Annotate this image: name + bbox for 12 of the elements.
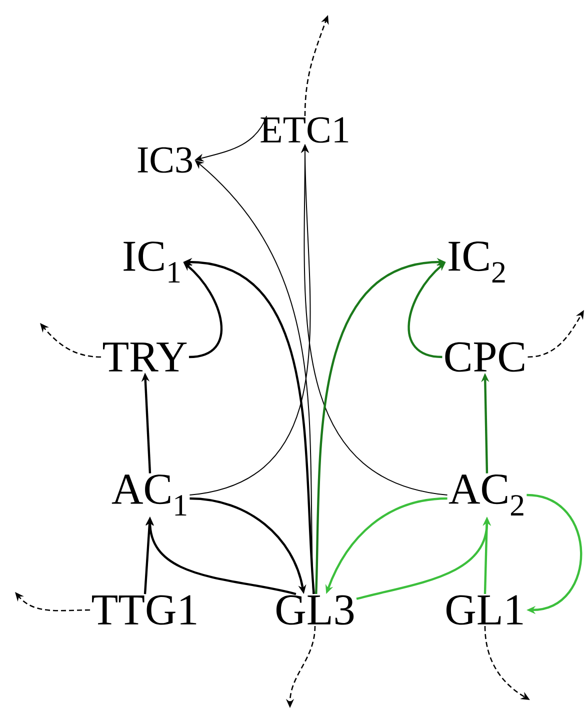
gene-label: IC3 <box>138 147 192 173</box>
gene-label: TTG1 <box>92 595 196 625</box>
gene-label: IC$_{2}$ <box>448 242 505 282</box>
gene-label: AC$_{2}$ <box>448 474 524 516</box>
gene-label: ETC1 <box>260 117 348 143</box>
gene-label: CPC <box>445 342 524 372</box>
arrow <box>526 494 582 614</box>
gene-label: GL1 <box>446 595 523 625</box>
gene-label: TRY <box>103 342 187 372</box>
gene-label: AC$_{1}$ <box>112 474 186 516</box>
gene-label: IC$_{1}$ <box>124 242 180 282</box>
gene-label: GL3 <box>276 595 354 625</box>
